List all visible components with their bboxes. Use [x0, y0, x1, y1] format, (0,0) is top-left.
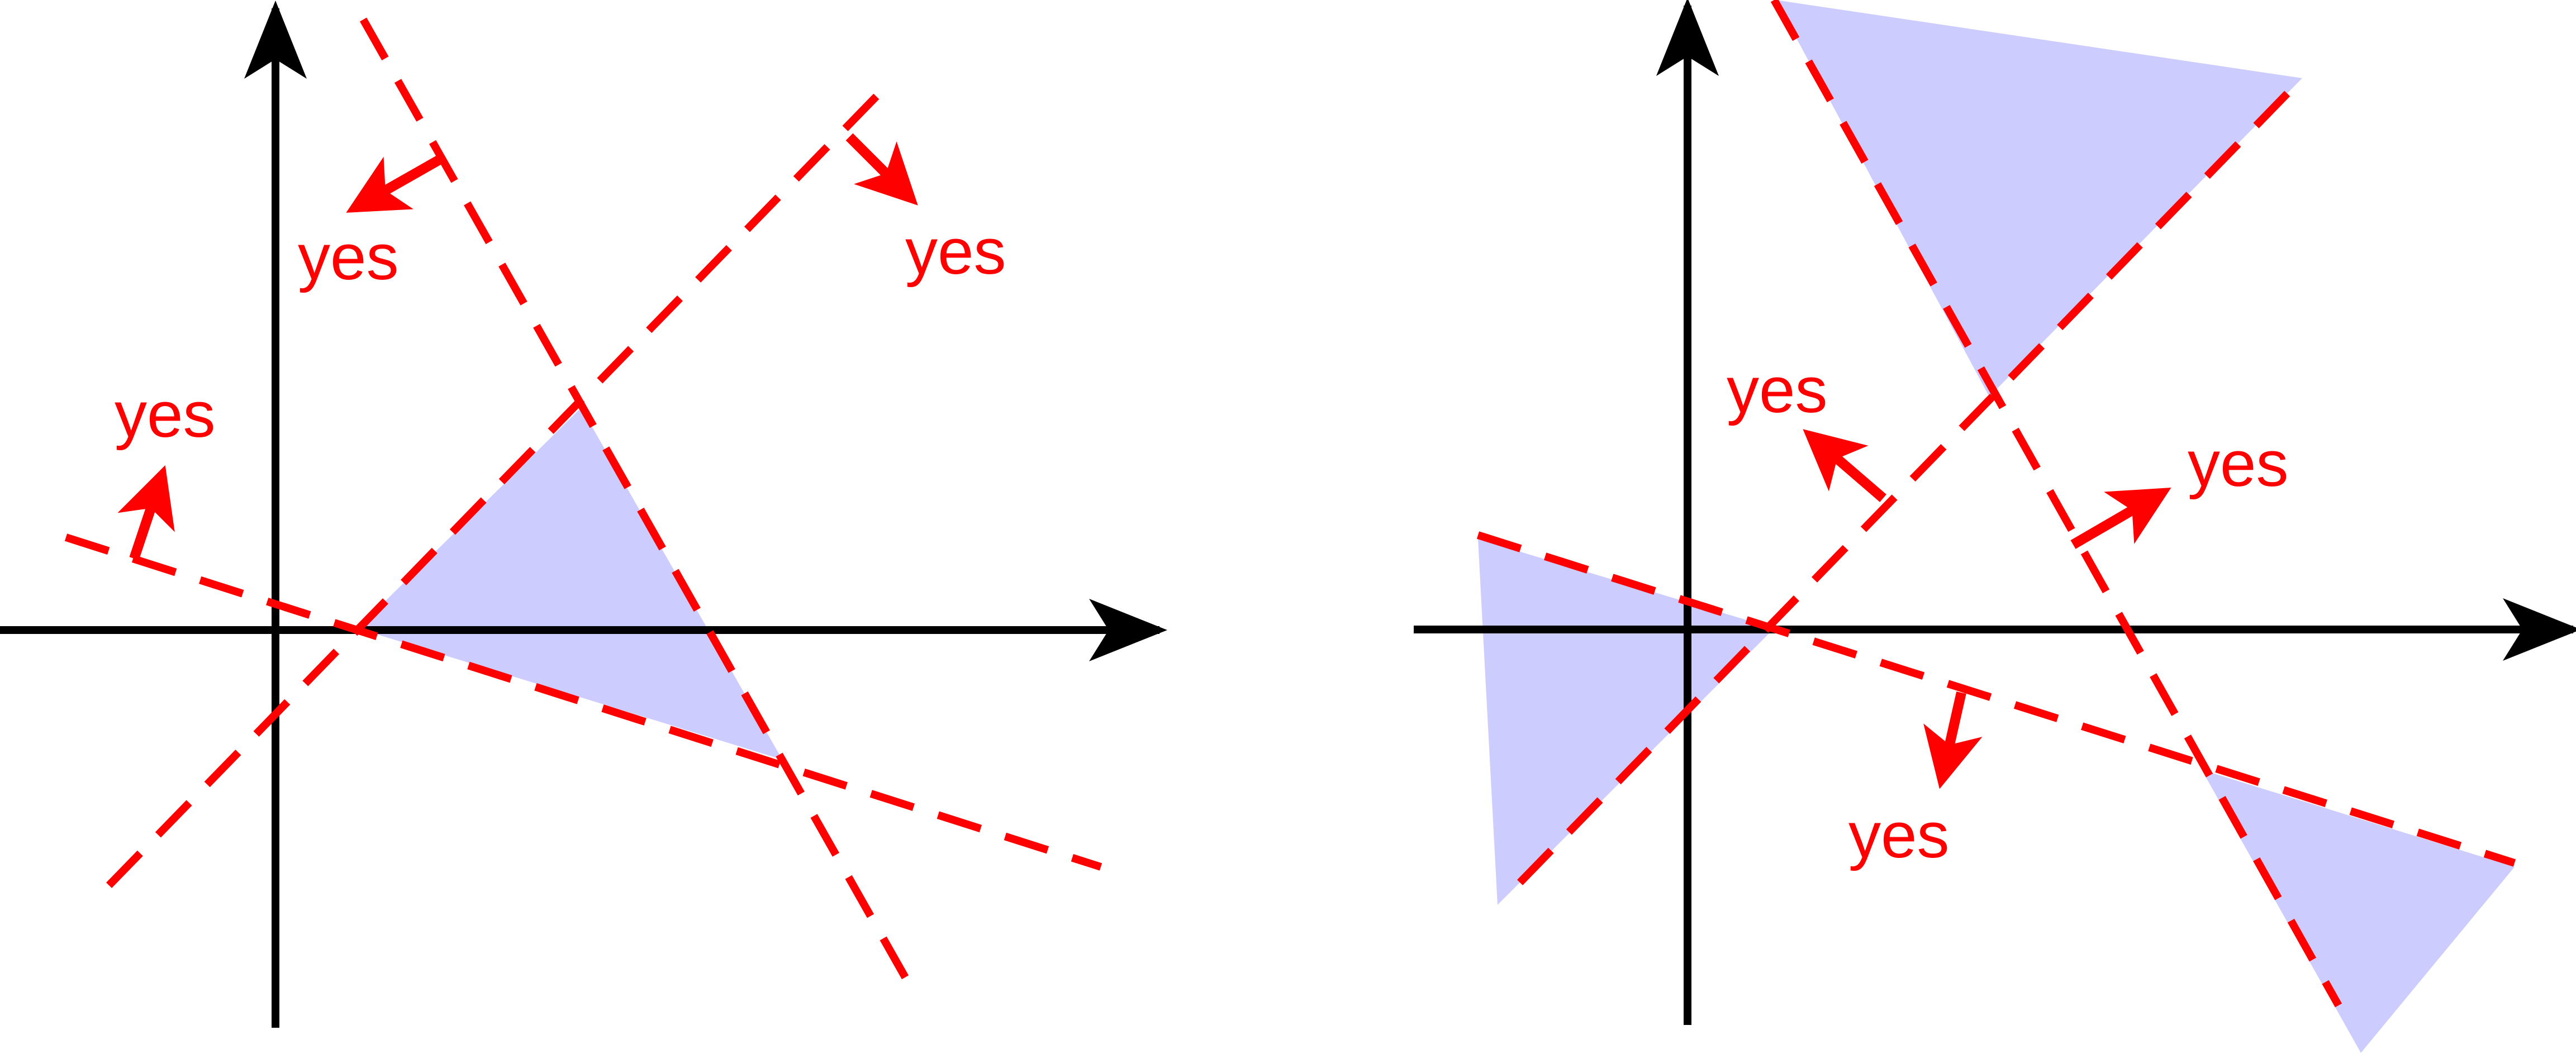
yes-label: yes	[2188, 427, 2289, 500]
feasible-region	[358, 408, 782, 760]
yes-label: yes	[298, 221, 399, 293]
yes-label: yes	[905, 215, 1006, 288]
constraint-line-steep	[1770, 0, 2342, 1008]
feasible-region	[1478, 539, 1774, 905]
yes-arrow	[346, 155, 443, 213]
yes-arrow	[1923, 691, 1983, 789]
yes-label: yes	[115, 378, 216, 451]
yes-arrow	[117, 465, 175, 560]
yes-arrow	[845, 133, 918, 206]
constraint-line-diagonal	[1517, 75, 2306, 885]
yes-label: yes	[1848, 799, 1950, 871]
constraint-line-shallow	[64, 533, 1102, 871]
feasible-region	[2202, 770, 2515, 1053]
yes-label: yes	[1727, 354, 1828, 426]
right-panel: yes yes yes	[1414, 0, 2576, 1053]
constraint-line-steep	[359, 17, 920, 999]
constraint-line-diagonal	[106, 75, 897, 888]
feasible-region	[1776, 0, 2302, 397]
constraint-line-shallow	[1476, 531, 2516, 867]
yes-arrow	[2070, 487, 2171, 549]
left-panel: yes yes yes	[0, 1, 1167, 1028]
yes-arrow	[1803, 429, 1886, 502]
